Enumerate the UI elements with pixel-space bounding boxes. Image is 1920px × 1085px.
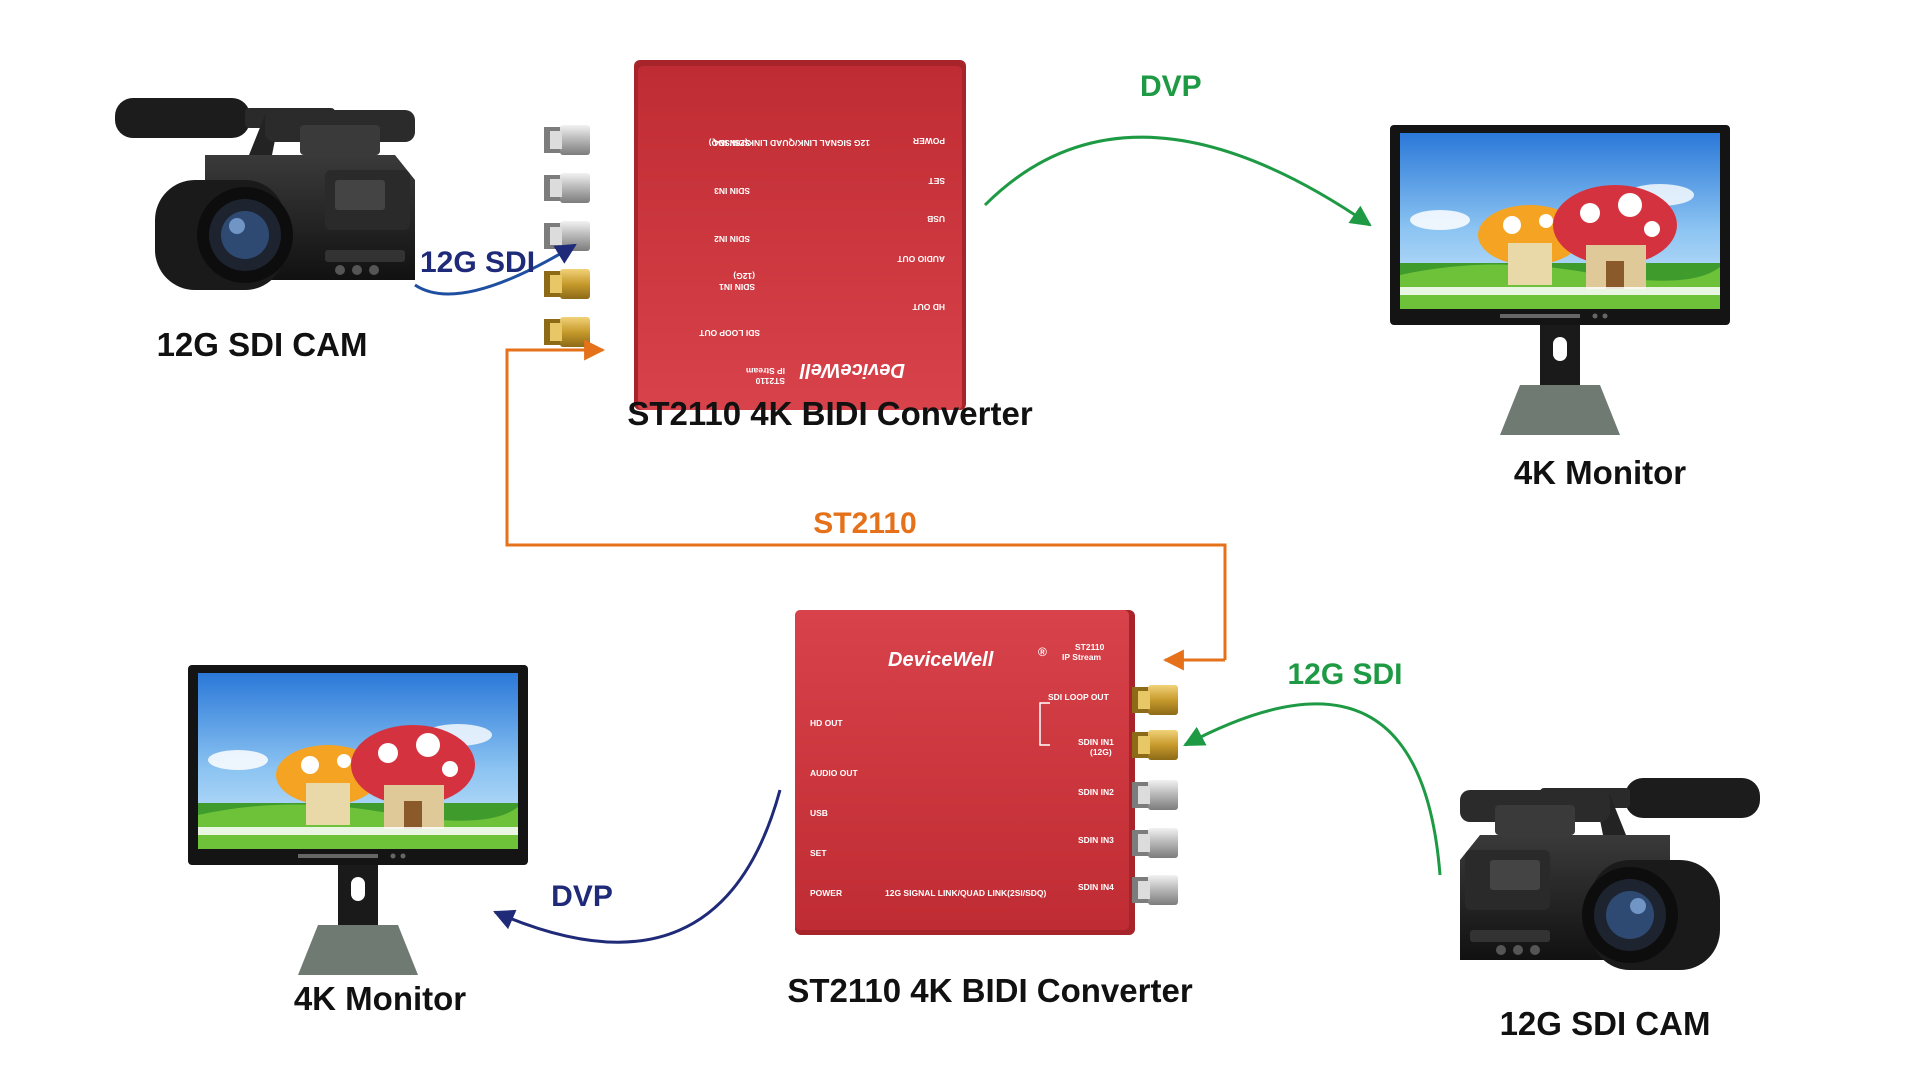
cam-bottom-label: 12G SDI CAM [1500,1005,1711,1042]
flow-dvp-top-arrow [983,135,1372,227]
converter-top-audio-out: AUDIO OUT [897,254,946,264]
converter-bottom-registered: ® [1038,645,1047,659]
flow-dvp-top-label: DVP [1140,70,1202,103]
converter-top-in4: SDIN IN4 [714,138,750,148]
converter-top-ip-stream: IP Stream [745,366,785,376]
converter-top-in2: SDIN IN2 [714,234,750,244]
flow-st2110-label: ST2110 [813,507,916,540]
converter-bottom-hd-out: HD OUT [810,718,843,728]
converter-bottom-in1: SDIN IN1 [1078,737,1114,747]
monitor-icon-top [1390,125,1730,435]
flow-sdi-bottom-label: 12G SDI [1287,658,1402,691]
converter-bottom-brand: DeviceWell [888,649,994,671]
converter-top-set: SET [928,176,945,186]
flow-sdi-bottom-arrow [1183,702,1442,876]
converter-top-loop-out: SDI LOOP OUT [698,328,760,338]
bnc-connector-icon-bottom-4 [1132,828,1178,858]
flow-st2110-arrow [505,348,1227,660]
bnc-connector-icon-bottom-1 [1132,685,1178,715]
converter-top-link-mode: 12G SIGNAL LINK/QUAD LINK(2SI/SDQ) [708,138,870,148]
converter-top-usb: USB [927,214,945,224]
flow-sdi-top-arrow [414,243,577,296]
converter-top-12g: (12G) [733,271,755,281]
converter-top-power: POWER [913,136,945,146]
converter-bottom-ip-stream: IP Stream [1062,652,1102,662]
converter-bottom-audio-out: AUDIO OUT [810,768,859,778]
converter-bottom-12g: (12G) [1090,747,1112,757]
monitor-bottom-label: 4K Monitor [294,980,466,1017]
camcorder-icon-top [115,98,415,290]
converter-bottom-in4: SDIN IN4 [1078,882,1114,892]
monitor-top-label: 4K Monitor [1514,454,1686,491]
flow-dvp-bottom-label: DVP [551,880,613,913]
converter-top-brand: DeviceWell [799,359,905,381]
bnc-connector-icon-bottom-5 [1132,875,1178,905]
converter-bottom-usb: USB [810,808,828,818]
flow-dvp-bottom-arrow [493,789,782,944]
bnc-connector-icon-top-4 [544,173,590,203]
converter-box-icon-bottom: DeviceWell ® ST2110 IP Stream SDI LOOP O… [795,610,1178,935]
camcorder-icon-bottom [1460,778,1760,970]
converter-top-hd-out: HD OUT [912,302,945,312]
bnc-connector-icon-top-3 [544,221,590,251]
converter-bottom-in2: SDIN IN2 [1078,787,1114,797]
bnc-connector-icon-top-2 [544,269,590,299]
bnc-connector-icon-bottom-2 [1132,730,1178,760]
converter-bottom-power: POWER [810,888,842,898]
cam-top-label: 12G SDI CAM [157,326,368,363]
converter-top-in3: SDIN IN3 [714,186,750,196]
converter-top-label: ST2110 4K BIDI Converter [627,395,1032,432]
bnc-connector-icon-top-5 [544,125,590,155]
converter-bottom-loop-out: SDI LOOP OUT [1048,692,1110,702]
flow-sdi-top-label: 12G SDI [420,246,535,279]
converter-top-in1: SDIN IN1 [719,282,755,292]
bnc-connector-icon-bottom-3 [1132,780,1178,810]
converter-box-icon-top: DeviceWell IP Stream ST2110 SDI LOOP OUT… [544,60,966,410]
converter-bottom-st2110: ST2110 [1075,642,1105,652]
converter-bottom-in3: SDIN IN3 [1078,835,1114,845]
converter-bottom-set: SET [810,848,827,858]
bnc-connector-icon-top-1 [544,317,590,347]
monitor-icon-bottom [188,665,528,975]
converter-top-st2110: ST2110 [755,376,785,386]
converter-bottom-label: ST2110 4K BIDI Converter [787,972,1192,1009]
converter-bottom-link-mode: 12G SIGNAL LINK/QUAD LINK(2SI/SDQ) [885,888,1047,898]
